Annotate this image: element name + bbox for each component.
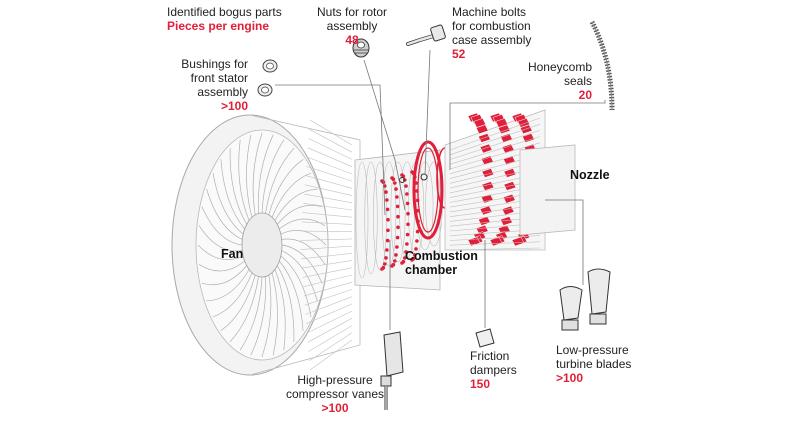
bushing-part-icon: [257, 59, 278, 97]
vanes-count: >100: [321, 401, 349, 415]
legend-block: Identified bogus parts Pieces per engine: [167, 5, 282, 33]
fan-label: Fan: [221, 247, 244, 261]
seals-count: 20: [578, 88, 592, 102]
seals-label-line-1: Honeycomb: [527, 60, 592, 74]
legend-title: Identified bogus parts: [167, 5, 282, 19]
bushings-label-line-3: assembly: [197, 85, 248, 99]
blades-label-line-1: Low-pressure: [556, 343, 629, 357]
dampers-label-line-2: dampers: [470, 363, 517, 377]
bushings-count: >100: [220, 99, 248, 113]
blades-label: Low-pressure turbine blades >100: [556, 343, 631, 385]
turbine-blade-part-icon: [559, 268, 611, 331]
dampers-label: Friction dampers 150: [470, 349, 517, 391]
dampers-label-line-1: Friction: [470, 349, 510, 363]
bolts-label-line-1: Machine bolts: [452, 5, 527, 19]
vanes-label: High-pressure compressor vanes >100: [280, 373, 390, 415]
vanes-label-line-1: High-pressure: [297, 373, 373, 387]
nuts-label: Nuts for rotor assembly 48: [302, 5, 402, 47]
friction-damper-part-icon: [475, 328, 495, 348]
bolt-part-icon: [406, 24, 446, 46]
nuts-label-line-1: Nuts for rotor: [316, 5, 388, 19]
compressor-section: [354, 149, 443, 291]
leader-lines: [275, 49, 606, 330]
vanes-label-line-2: compressor vanes: [285, 387, 385, 401]
dampers-count: 150: [470, 377, 491, 391]
combustion-label: Combustion chamber: [405, 249, 478, 277]
bushings-label: Bushings for front stator assembly >100: [168, 57, 248, 113]
combustion-label-line-1: Combustion: [405, 249, 478, 263]
nut-part-icon: [352, 38, 370, 58]
legend-subtitle: Pieces per engine: [167, 19, 270, 33]
nuts-count: 48: [345, 33, 359, 47]
bushings-label-line-1: Bushings for: [181, 57, 248, 71]
nuts-label-line-2: assembly: [326, 19, 378, 33]
compressor-vane-part-icon: [380, 331, 404, 410]
bolts-label-line-3: case assembly: [452, 33, 532, 47]
seals-label-line-2: seals: [563, 74, 592, 88]
bushings-label-line-2: front stator: [190, 71, 248, 85]
blades-count: >100: [556, 371, 584, 385]
bolts-label: Machine bolts for combustion case assemb…: [452, 5, 531, 61]
bolts-count: 52: [452, 47, 466, 61]
nozzle-label: Nozzle: [570, 168, 610, 182]
turbine-section: [444, 109, 576, 251]
bolts-label-line-2: for combustion: [452, 19, 531, 33]
blades-label-line-2: turbine blades: [556, 357, 632, 371]
seals-label: Honeycomb seals 20: [510, 60, 592, 102]
combustion-label-line-2: chamber: [405, 263, 458, 277]
fan-section: [171, 114, 361, 376]
honeycomb-seal-part: [589, 20, 615, 111]
